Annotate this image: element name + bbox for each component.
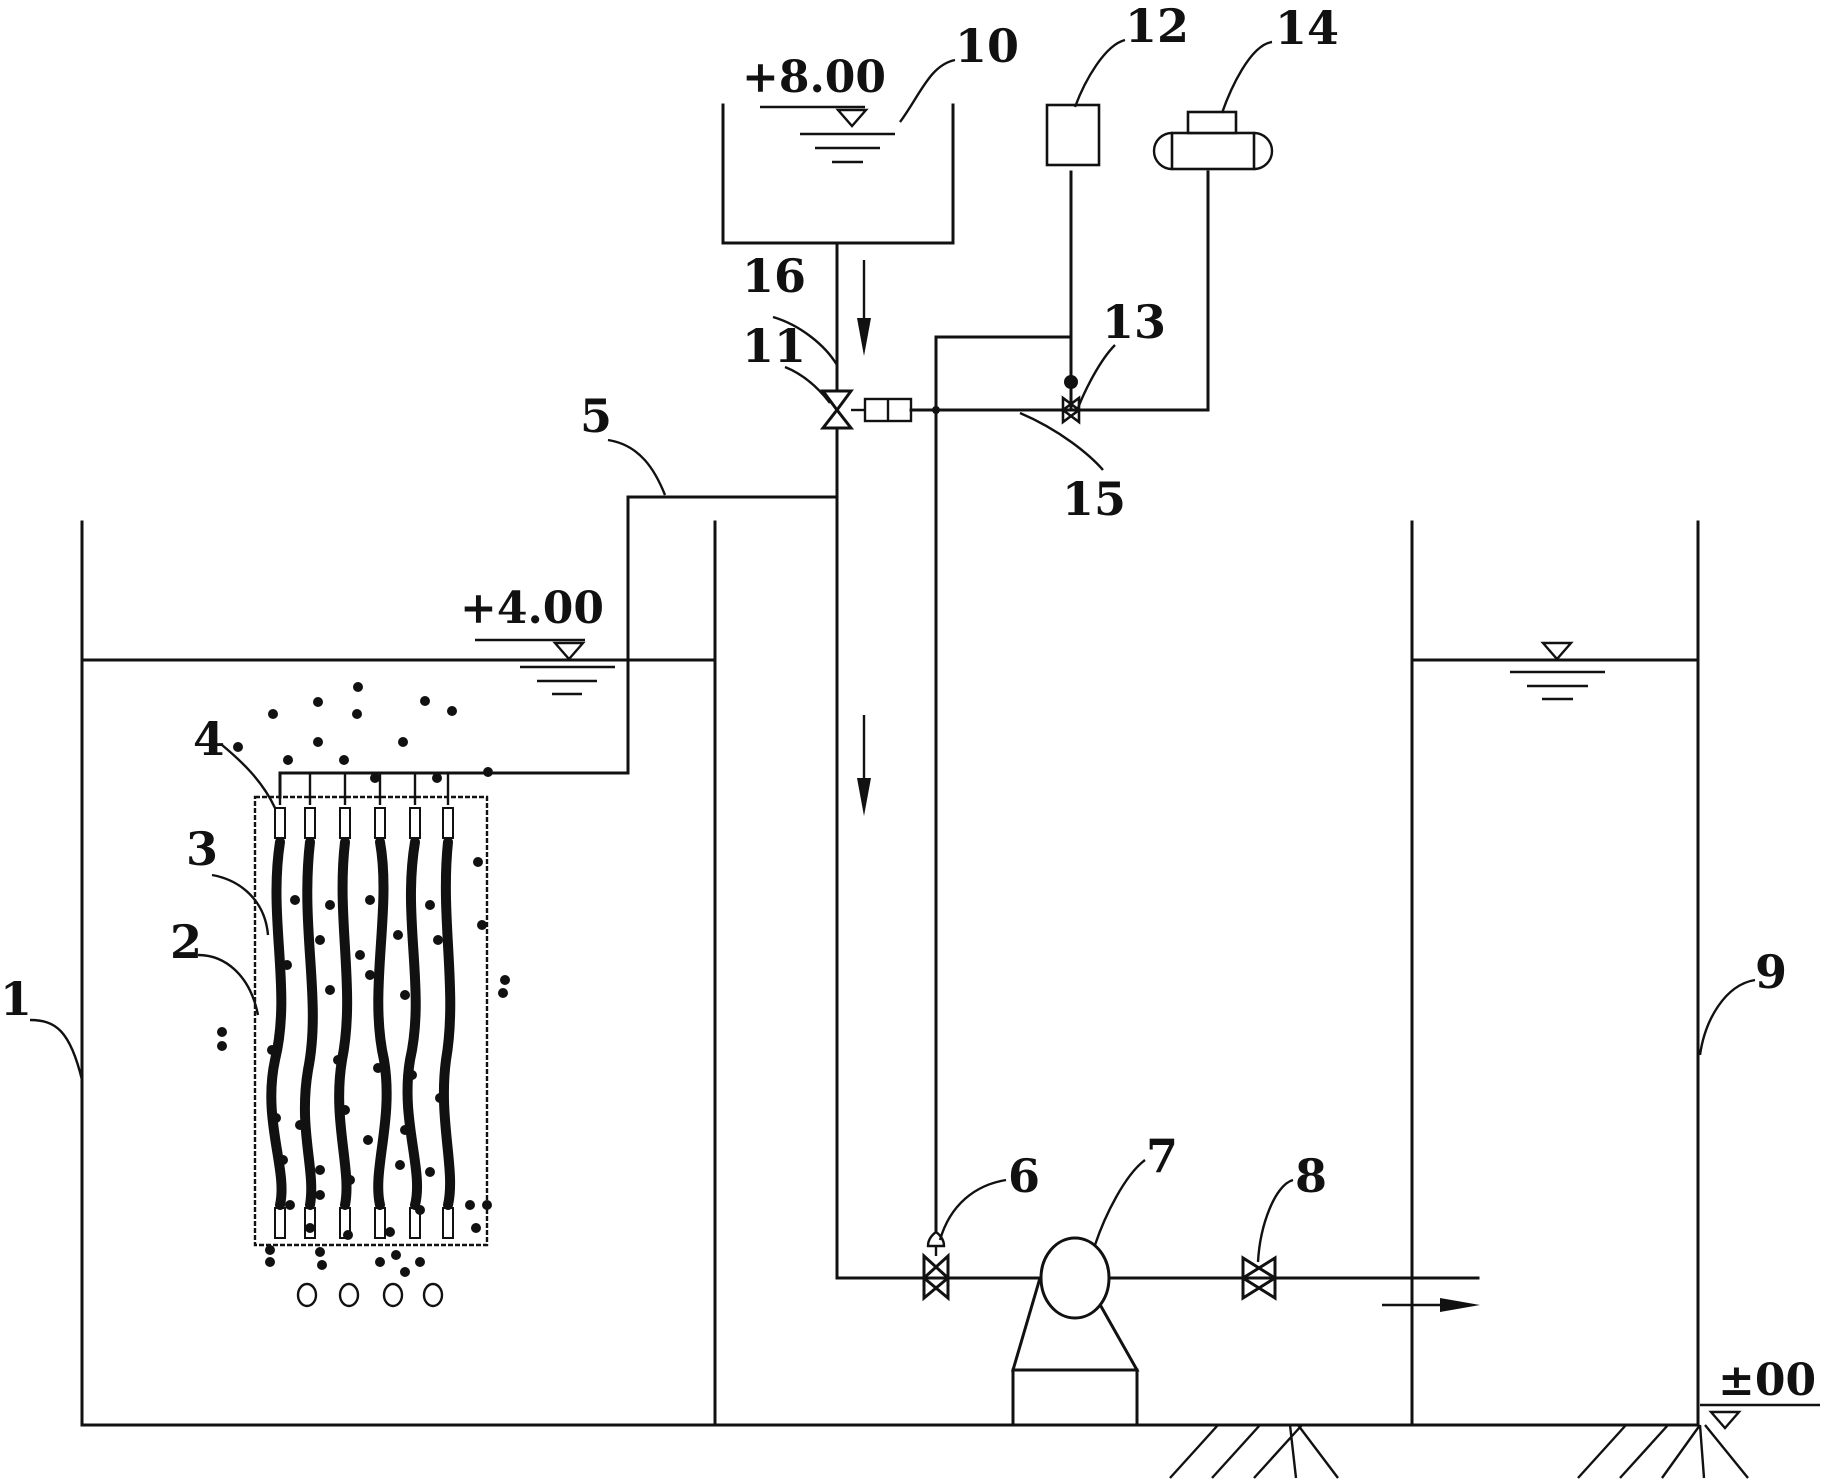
label-8: 8	[1295, 1149, 1327, 1203]
label-6: 6	[1008, 1149, 1040, 1203]
bubbles-above-module	[233, 682, 493, 783]
bubbles-outside-module	[217, 975, 510, 1277]
pipe-junction	[932, 406, 940, 414]
valve-actuator	[851, 397, 913, 423]
label-9: 9	[1755, 945, 1787, 999]
product-water-tank	[1410, 520, 1700, 1427]
valve-11	[819, 389, 855, 430]
bubbles-in-module	[267, 857, 492, 1240]
valve-13	[1060, 375, 1082, 425]
label-3: 3	[186, 822, 218, 876]
ground-elevation-symbol	[1700, 1403, 1820, 1430]
product-water-level-symbol	[1510, 641, 1605, 701]
fiber-bottom-caps	[274, 1207, 454, 1239]
reactor-water-level-symbol	[475, 638, 615, 696]
air-blower-14	[1152, 110, 1274, 171]
label-15: 15	[1062, 472, 1126, 526]
label-14: 14	[1275, 1, 1339, 55]
label-7: 7	[1146, 1129, 1178, 1183]
flow-arrow-down-lower	[857, 715, 871, 816]
label-1: 1	[0, 972, 32, 1026]
valve-6	[921, 1230, 951, 1302]
dosing-tank-12	[1045, 103, 1101, 167]
fiber-top-caps	[274, 807, 454, 839]
ground-hatch	[1169, 1424, 1749, 1479]
ground-elevation: ±00	[1718, 1355, 1816, 1406]
outflow-arrow	[1382, 1298, 1480, 1312]
label-13: 13	[1102, 295, 1166, 349]
label-2: 2	[170, 915, 202, 969]
leader-lines	[29, 38, 1756, 1263]
main-vertical-pipe	[835, 241, 1480, 1280]
head-tank-water-level-symbol	[760, 105, 895, 164]
backwash-pipe	[909, 170, 1210, 1234]
head-tank	[721, 103, 955, 245]
label-16: 16	[742, 249, 806, 303]
aerator-circles	[296, 1282, 444, 1308]
label-5: 5	[580, 389, 612, 443]
head-tank-elevation: +8.00	[742, 52, 886, 103]
flow-arrow-down-upper	[857, 260, 871, 356]
label-11: 11	[742, 319, 806, 373]
membrane-module-frame	[253, 795, 489, 1247]
valve-8	[1240, 1255, 1278, 1301]
suction-pipe	[278, 495, 839, 805]
reactor-elevation: +4.00	[460, 583, 604, 634]
reactor-tank	[80, 520, 717, 1427]
pump-7	[1010, 1236, 1140, 1427]
label-4: 4	[193, 712, 225, 766]
label-10: 10	[955, 19, 1019, 73]
label-12: 12	[1125, 0, 1189, 53]
